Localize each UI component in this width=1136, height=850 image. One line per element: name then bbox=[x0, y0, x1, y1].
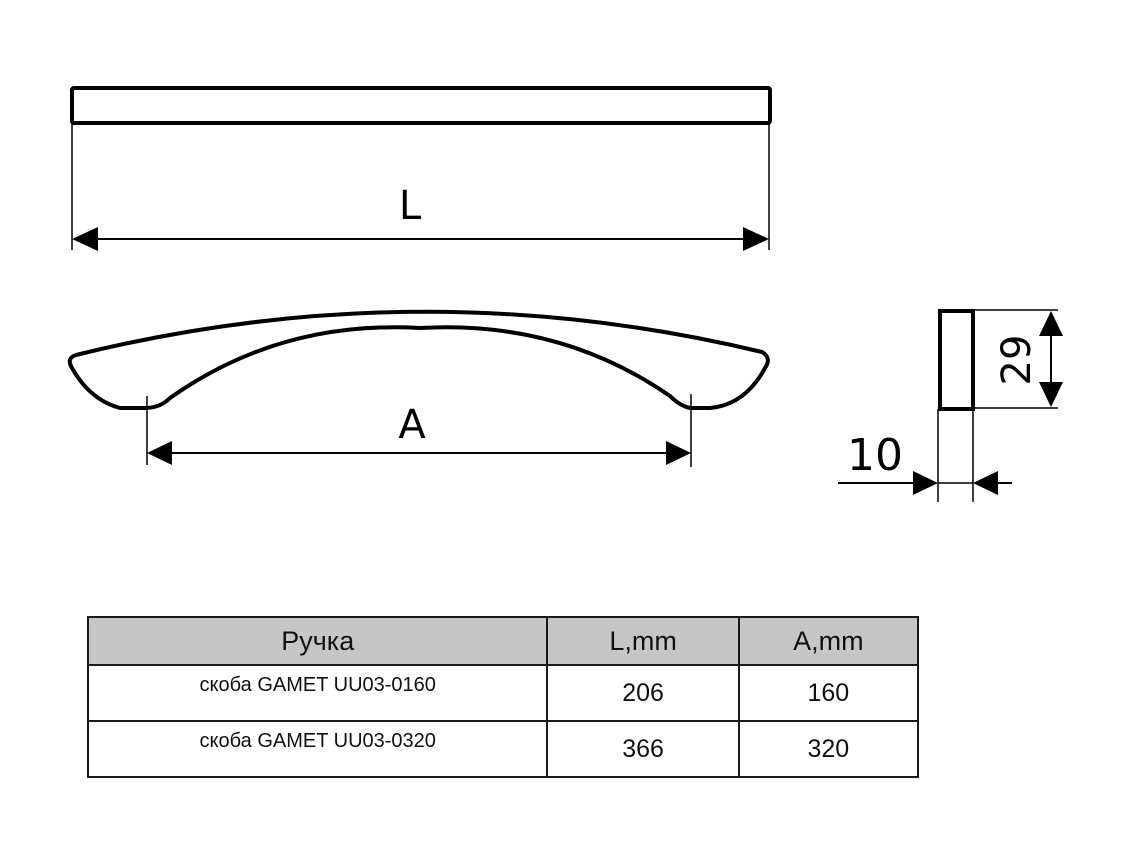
arrow-right-icon bbox=[913, 471, 938, 495]
cell-A: 160 bbox=[737, 664, 920, 722]
table-row: скоба GAMET UU03-0320 366 320 bbox=[86, 720, 920, 778]
profile-view: 29 10 bbox=[838, 309, 1063, 502]
table-header-row: Ручка L,mm A,mm bbox=[86, 616, 920, 666]
arrow-left-icon bbox=[973, 471, 998, 495]
cell-L: 206 bbox=[546, 664, 740, 722]
arrow-right-icon bbox=[743, 227, 769, 251]
arrow-left-icon bbox=[72, 227, 98, 251]
dimension-label-L: L bbox=[399, 183, 422, 229]
cell-name: скоба GAMET UU03-0320 bbox=[86, 720, 549, 778]
cell-L: 366 bbox=[546, 720, 740, 778]
top-view: L bbox=[70, 86, 772, 251]
dimension-label-29: 29 bbox=[994, 335, 1040, 386]
technical-drawing: L A 29 10 bbox=[67, 86, 1063, 502]
header-L: L,mm bbox=[546, 616, 740, 666]
arrow-right-icon bbox=[666, 441, 691, 465]
header-handle: Ручка bbox=[86, 616, 549, 666]
side-view: A bbox=[67, 309, 770, 467]
table-row: скоба GAMET UU03-0160 206 160 bbox=[86, 664, 920, 722]
dimension-label-10: 10 bbox=[847, 430, 903, 481]
cell-A: 320 bbox=[737, 720, 920, 778]
arrow-down-icon bbox=[1039, 382, 1063, 407]
cell-name: скоба GAMET UU03-0160 bbox=[86, 664, 549, 722]
dimensions-table: Ручка L,mm A,mm скоба GAMET UU03-0160 20… bbox=[86, 616, 920, 778]
dimension-label-A: A bbox=[398, 402, 426, 448]
arrow-left-icon bbox=[147, 441, 172, 465]
arrow-up-icon bbox=[1039, 311, 1063, 336]
header-A: A,mm bbox=[737, 616, 920, 666]
